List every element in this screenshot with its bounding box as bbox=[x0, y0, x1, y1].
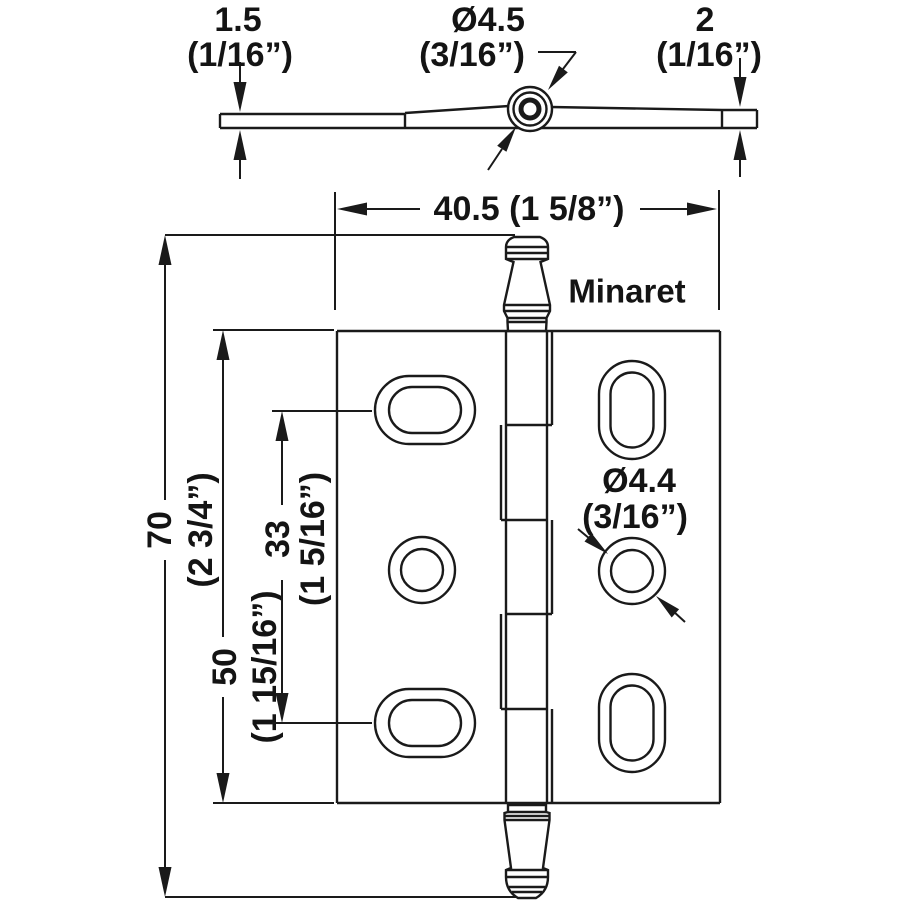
dim-leaf-height: 50 (1 15/16”) bbox=[206, 329, 334, 804]
screw-hole-left-middle bbox=[387, 535, 457, 605]
model-name-label: Minaret bbox=[568, 273, 685, 310]
leaf-height-mm-label: 50 bbox=[206, 648, 244, 686]
hole-pitch-mm-label: 33 bbox=[259, 520, 297, 558]
screw-slot-right-bottom bbox=[597, 672, 667, 774]
side-view: 1.5 (1/16”) Ø4.5 (3/16”) 2 (1/16”) bbox=[187, 1, 762, 179]
pin-diameter-mm-label: Ø4.5 bbox=[451, 1, 525, 39]
left-thickness-inch-label: (1/16”) bbox=[187, 36, 293, 74]
hole-diameter-mm-label: Ø4.4 bbox=[602, 462, 676, 500]
left-thickness-mm-label: 1.5 bbox=[214, 1, 261, 39]
dim-right-thickness: 2 (1/16”) bbox=[656, 1, 762, 177]
hinge-barrel bbox=[499, 331, 554, 803]
hinge-leaves bbox=[335, 329, 722, 805]
screw-slot-left-bottom bbox=[373, 687, 477, 759]
dim-pin-diameter: Ø4.5 (3/16”) bbox=[419, 1, 577, 171]
dim-hole-diameter: Ø4.4 (3/16”) bbox=[577, 462, 688, 623]
side-view-leaf-profile bbox=[218, 104, 759, 130]
width-label: 40.5 (1 5/8”) bbox=[434, 190, 625, 228]
hole-diameter-inch-label: (3/16”) bbox=[582, 498, 688, 536]
overall-height-inch-label: (2 3/4”) bbox=[182, 472, 220, 587]
screw-slot-left-top bbox=[373, 374, 477, 446]
right-thickness-mm-label: 2 bbox=[696, 1, 715, 39]
bottom-finial bbox=[503, 803, 551, 900]
pin-diameter-inch-label: (3/16”) bbox=[419, 36, 525, 74]
dim-overall-height: 70 (2 3/4”) bbox=[141, 234, 516, 898]
dim-width: 40.5 (1 5/8”) bbox=[334, 190, 720, 310]
screw-hole-right-middle bbox=[597, 536, 667, 606]
screw-slot-right-top bbox=[597, 359, 667, 461]
right-thickness-inch-label: (1/16”) bbox=[656, 36, 762, 74]
pin-end-view bbox=[506, 85, 554, 133]
leaf-height-inch-label: (1 15/16”) bbox=[246, 590, 284, 743]
overall-height-mm-label: 70 bbox=[141, 511, 179, 549]
dim-hole-pitch: 33 (1 5/16”) bbox=[259, 410, 372, 724]
dim-left-thickness: 1.5 (1/16”) bbox=[187, 1, 293, 179]
hole-pitch-inch-label: (1 5/16”) bbox=[294, 472, 332, 606]
top-finial bbox=[502, 235, 552, 333]
front-view: 40.5 (1 5/8”) Minaret 70 (2 3/4”) 50 (1 … bbox=[141, 190, 722, 900]
